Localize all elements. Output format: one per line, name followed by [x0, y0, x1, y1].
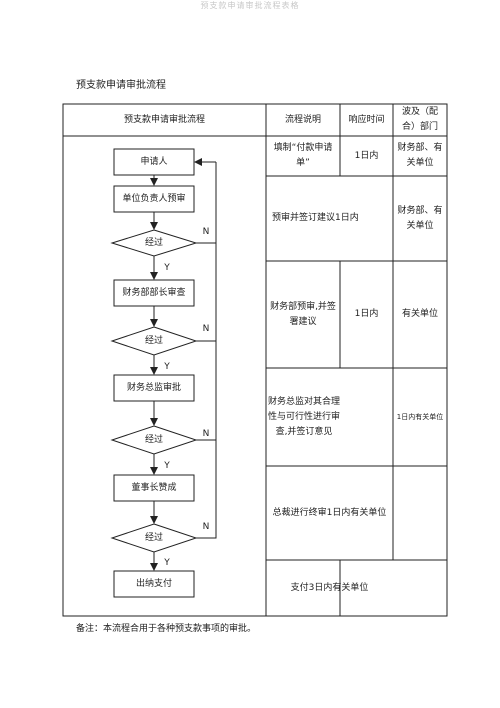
no-label-4: N: [202, 521, 210, 532]
decision-label-1: 经过: [144, 238, 163, 248]
step-label-3: 财务部部长审查: [122, 287, 186, 298]
row3-time: 1日内: [354, 309, 379, 319]
row2-desc: 预审并签订建议1日内: [272, 213, 359, 223]
yes-label-3: Y: [164, 460, 170, 471]
row1-desc: 填制“付款申请单”: [273, 143, 333, 168]
row5-desc: 总裁进行终审1日内有关单位: [272, 507, 387, 518]
no-label-3: N: [202, 428, 210, 439]
header-time: 响应时间: [348, 114, 385, 125]
row3-dept: 有关单位: [401, 309, 438, 319]
step-box-2: [113, 185, 195, 213]
step-label-2: 单位负责人预审: [122, 193, 186, 204]
step-box-6: [113, 570, 195, 598]
header-desc: 流程说明: [284, 114, 321, 125]
row1-dept: 财务部、有关单位: [397, 143, 443, 168]
yes-label-1: Y: [164, 262, 170, 273]
row4-desc: 财务总监对其合理性与可行性进行审查,并签订意见: [268, 396, 341, 437]
header-dept: 波及（配合）部门: [401, 107, 438, 132]
row4-dept: 1日内有关单位: [396, 412, 444, 421]
no-label-1: N: [202, 226, 210, 237]
row1-time: 1日内: [354, 150, 379, 161]
step-box-1: [113, 148, 195, 176]
table-grid: [62, 103, 448, 617]
decision-label-2: 经过: [144, 336, 163, 346]
yes-label-2: Y: [164, 361, 170, 372]
decision-label-4: 经过: [144, 533, 163, 543]
no-label-2: N: [202, 323, 210, 334]
row6-desc: 支付3日内有关单位: [290, 582, 369, 593]
header-flow: 预支款申请审批流程: [123, 114, 205, 125]
step-box-3: [113, 279, 195, 307]
decision-label-3: 经过: [144, 435, 163, 445]
step-label-1: 申请人: [140, 156, 168, 167]
step-box-5: [113, 474, 195, 502]
yes-label-4: Y: [164, 557, 170, 568]
row3-desc: 财务部预审,并签署建议: [270, 301, 336, 327]
step-box-4: [113, 374, 195, 402]
step-label-5: 董事长赞成: [131, 482, 177, 493]
footnote: 备注：本流程合用于各种预支款事项的审批。: [76, 624, 257, 634]
faint-page-header: 预支款申请审批流程表格: [200, 1, 300, 10]
step-label-4: 财务总监审批: [126, 382, 181, 393]
step-label-6: 出纳支付: [135, 578, 172, 589]
document-title: 预支款申请审批流程: [76, 80, 166, 91]
row2-dept: 财务部、有关单位: [397, 205, 443, 231]
